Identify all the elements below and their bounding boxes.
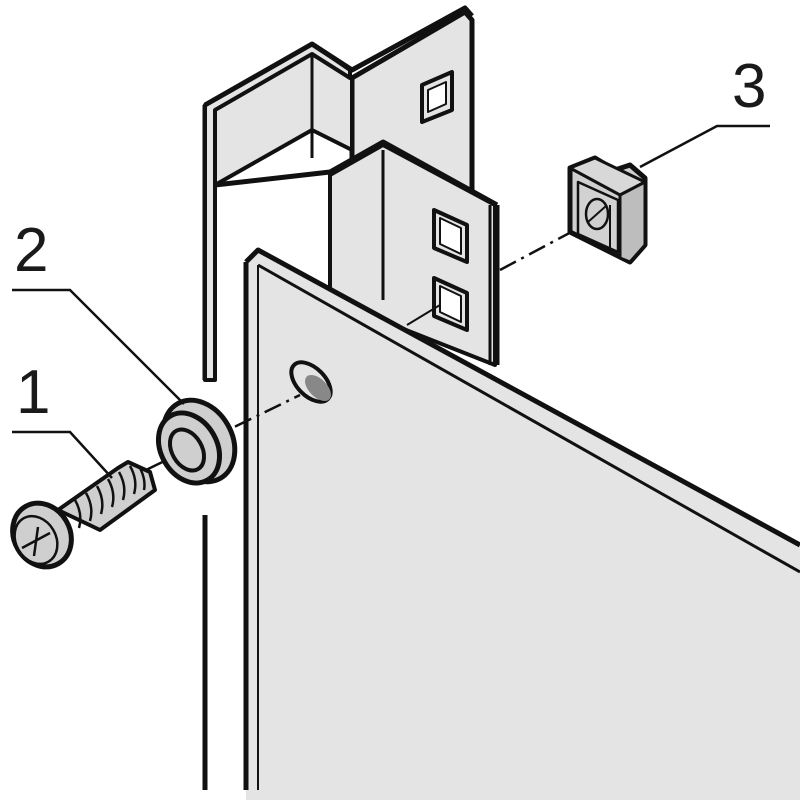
cage-nut bbox=[567, 155, 648, 265]
post-slot bbox=[432, 276, 469, 332]
leader-1 bbox=[12, 430, 113, 479]
panel bbox=[243, 247, 800, 800]
callout-label-1: 1 bbox=[16, 358, 51, 427]
callout-label-3: 3 bbox=[732, 52, 767, 121]
panel-mounting-hole bbox=[289, 360, 333, 404]
callout-label-2: 2 bbox=[14, 216, 49, 285]
leader-2 bbox=[12, 288, 185, 405]
screw bbox=[10, 460, 157, 570]
callout-leaders bbox=[12, 124, 770, 479]
post-slot bbox=[432, 208, 469, 264]
leader-3 bbox=[639, 124, 770, 169]
post-slot bbox=[420, 70, 454, 124]
washer bbox=[156, 397, 238, 486]
assembly-axis-line bbox=[145, 228, 576, 472]
